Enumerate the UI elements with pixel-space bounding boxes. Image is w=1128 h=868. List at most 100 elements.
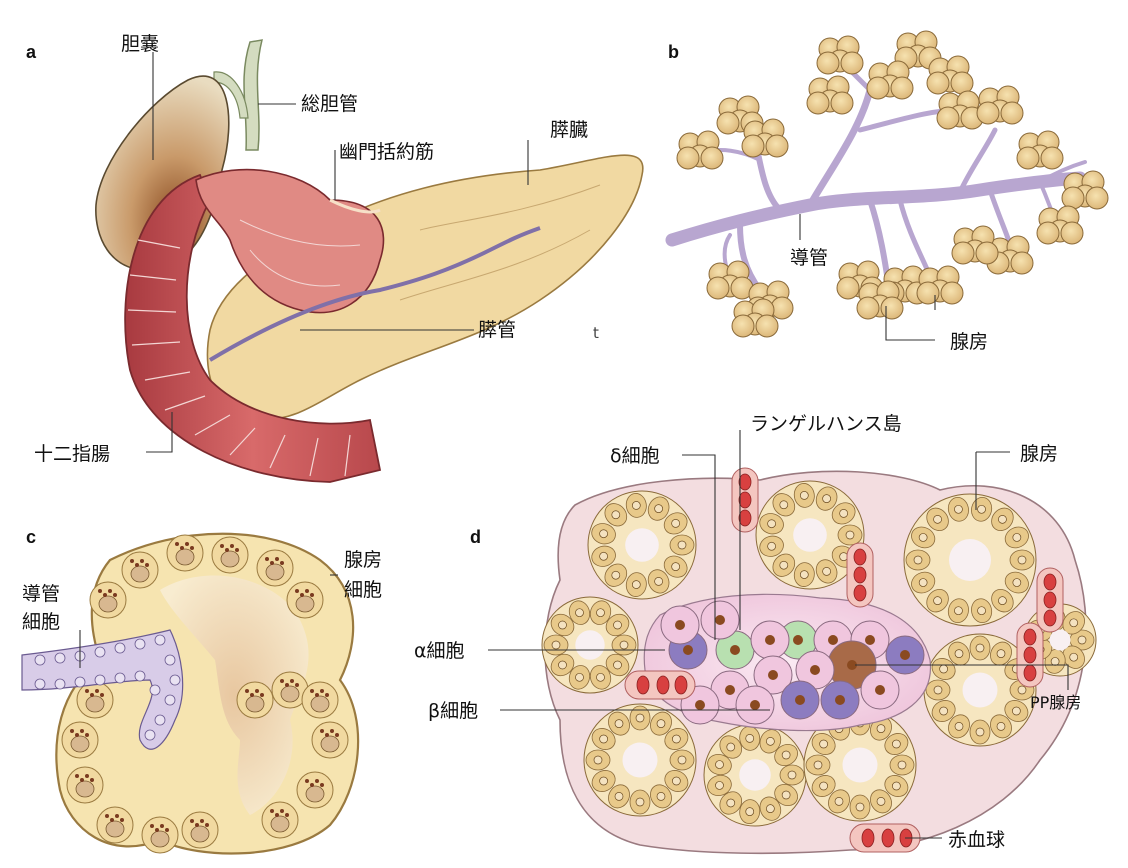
acinar-cell-nucleus xyxy=(678,756,686,764)
acinar-cell-nucleus xyxy=(657,792,665,800)
acinar-nucleus xyxy=(271,816,289,832)
panel-b-letter: b xyxy=(668,42,679,62)
beta-cell-nucleus xyxy=(725,685,735,695)
acinar-cell-nucleus xyxy=(978,505,986,513)
duct-cell xyxy=(155,635,165,645)
acinus-cluster xyxy=(742,119,788,157)
acinar-nucleus xyxy=(176,549,194,565)
label-pancreas: 膵臓 xyxy=(550,119,588,141)
acinar-cell-nucleus xyxy=(955,722,963,730)
zymogen-granule xyxy=(295,683,299,687)
rosette-lumen xyxy=(623,743,658,778)
acinar-nucleus xyxy=(296,596,314,612)
duct-cell xyxy=(145,730,155,740)
acinus-lobe xyxy=(937,107,959,129)
duct-cell xyxy=(115,643,125,653)
label-pyloric-sphincter: 幽門括約筋 xyxy=(339,141,434,163)
zymogen-granule xyxy=(305,589,309,593)
acinus-lobe xyxy=(1041,147,1063,169)
zymogen-granule xyxy=(255,689,259,693)
red-blood-cell xyxy=(854,549,866,565)
zymogen-granule xyxy=(195,823,199,827)
acinar-cell-nucleus xyxy=(800,571,808,579)
label-alpha-cell: α細胞 xyxy=(414,640,465,662)
acinus-lobe xyxy=(881,297,903,319)
red-blood-cell xyxy=(739,474,751,490)
zymogen-granule xyxy=(245,689,249,693)
acinar-cell-nucleus xyxy=(594,756,602,764)
beta-cell-nucleus xyxy=(828,635,838,645)
zymogen-granule xyxy=(80,729,84,733)
acinar-cell-nucleus xyxy=(955,650,963,658)
zymogen-granule xyxy=(325,693,329,697)
red-blood-cell xyxy=(1044,592,1056,608)
zymogen-granule xyxy=(285,813,289,817)
zymogen-granule xyxy=(330,729,334,733)
acinar-cell-nucleus xyxy=(954,505,962,513)
beta-cell-nucleus xyxy=(715,615,725,625)
zymogen-granule xyxy=(235,548,239,552)
capillary xyxy=(625,671,695,699)
acinar-cell-nucleus xyxy=(727,743,735,751)
zymogen-granule xyxy=(320,729,324,733)
acinar-cell-nucleus xyxy=(976,728,984,736)
acinar-cell-nucleus xyxy=(727,799,735,807)
acinar-nucleus xyxy=(76,781,94,797)
red-blood-cell xyxy=(1024,629,1036,645)
zymogen-granule xyxy=(280,809,284,813)
acinar-cell-nucleus xyxy=(892,740,900,748)
red-blood-cell xyxy=(1024,647,1036,663)
acinar-cell-nucleus xyxy=(1013,579,1021,587)
zymogen-granule xyxy=(335,733,339,737)
label-acinar-cell-2: 細胞 xyxy=(344,579,382,601)
acinar-cell-nucleus xyxy=(940,707,948,715)
acinus-rosette xyxy=(542,597,638,693)
acinar-cell-nucleus xyxy=(780,501,788,509)
zymogen-granule xyxy=(103,593,107,597)
panel-a: a xyxy=(26,33,643,482)
acinar-cell-nucleus xyxy=(892,782,900,790)
zymogen-granule xyxy=(320,689,324,693)
acinus-cluster xyxy=(732,299,778,337)
zymogen-granule xyxy=(310,689,314,693)
acinus-lobe xyxy=(742,135,764,157)
beta-cell-nucleus xyxy=(810,665,820,675)
rosette-lumen xyxy=(739,759,771,791)
red-blood-cell xyxy=(1024,665,1036,681)
duct-cell xyxy=(95,675,105,685)
zymogen-granule xyxy=(135,563,139,567)
delta-cell-nucleus xyxy=(730,645,740,655)
zymogen-granule xyxy=(90,778,94,782)
label-duct: 導管 xyxy=(790,247,828,269)
acinus-lobe xyxy=(677,147,699,169)
red-blood-cell xyxy=(739,492,751,508)
label-acinus-b: 腺房 xyxy=(950,331,988,353)
acinus-lobe xyxy=(766,135,788,157)
acinar-cell-nucleus xyxy=(814,761,822,769)
acinar-cell-nucleus xyxy=(1018,556,1026,564)
acinar-cell-nucleus xyxy=(632,581,640,589)
zymogen-granule xyxy=(315,779,319,783)
acinus-rosette xyxy=(588,491,696,599)
beta-cell-nucleus xyxy=(695,700,705,710)
zymogen-granule xyxy=(85,733,89,737)
panel-d-letter: d xyxy=(470,527,481,547)
acinar-cell-nucleus xyxy=(919,579,927,587)
label-duodenum: 十二指腸 xyxy=(34,443,110,465)
acinar-cell-nucleus xyxy=(746,808,754,816)
zymogen-granule xyxy=(305,779,309,783)
zymogen-granule xyxy=(190,546,194,550)
acinar-cell-nucleus xyxy=(780,561,788,569)
acinar-cell-nucleus xyxy=(552,641,560,649)
acinar-cell-nucleus xyxy=(997,722,1005,730)
acinar-cell-nucleus xyxy=(898,761,906,769)
acinar-cell-nucleus xyxy=(620,641,628,649)
duct-cell xyxy=(55,679,65,689)
duct-cell xyxy=(115,673,125,683)
acinar-cell-nucleus xyxy=(558,661,566,669)
acinar-cell-nucleus xyxy=(1051,657,1059,665)
acinus-lobe xyxy=(927,72,949,94)
acinar-cell-nucleus xyxy=(954,607,962,615)
zymogen-granule xyxy=(310,593,314,597)
